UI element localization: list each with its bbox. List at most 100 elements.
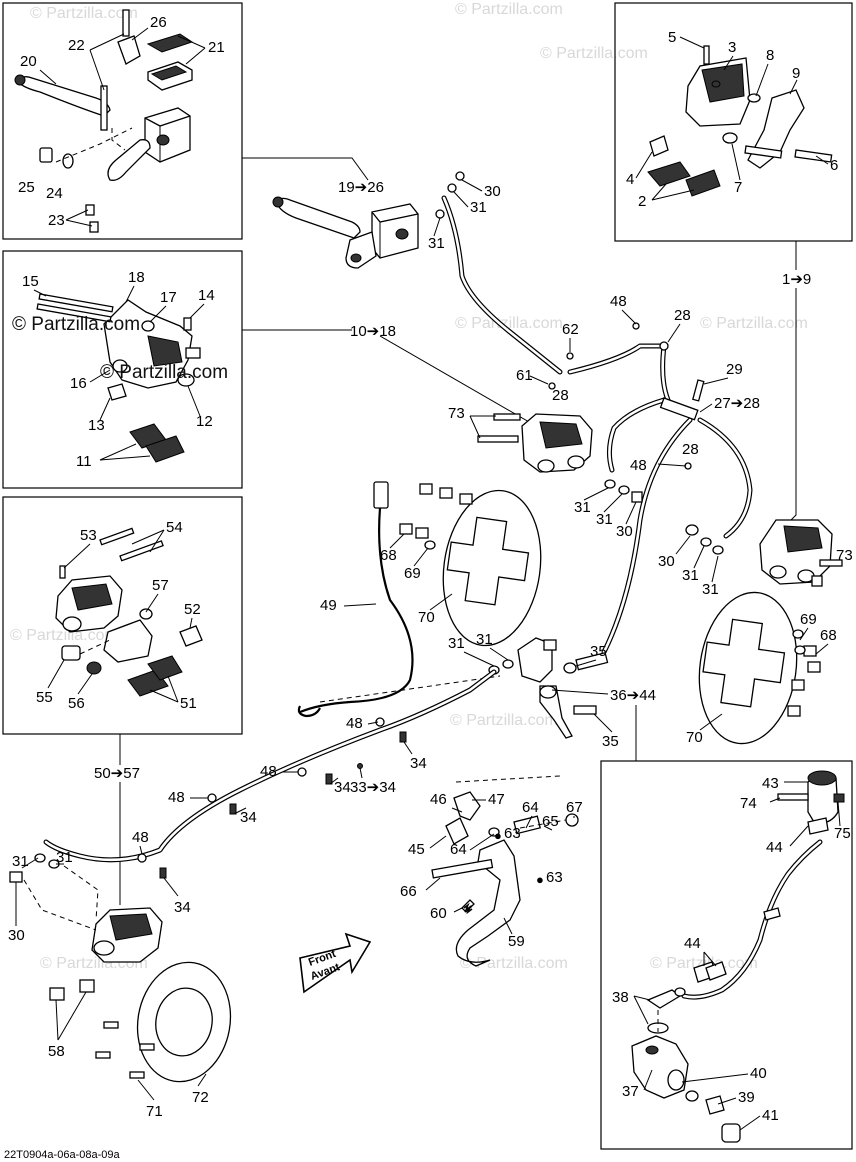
part-label: 74 (740, 795, 757, 812)
watermark-faint: © Partzilla.com (460, 955, 568, 972)
part-label: 39 (738, 1089, 755, 1106)
part-label: 9 (792, 65, 800, 82)
rear-brake-disc (95, 961, 232, 1083)
front-left-caliper (477, 413, 643, 503)
handlebar-master-cylinder (272, 196, 419, 269)
part-label: 17 (160, 289, 177, 306)
part-label: 61 (516, 367, 533, 384)
front-left-caliper-exploded (36, 293, 201, 463)
part-label: 24 (46, 185, 63, 202)
part-label: 5 (668, 29, 676, 46)
part-label: 45 (408, 841, 425, 858)
front-right-caliper-exploded (647, 45, 833, 197)
watermark-main: © Partzilla.com (12, 314, 140, 335)
brake-distribution-block (43, 637, 609, 863)
part-label: 69 (404, 565, 421, 582)
part-label: 7 (734, 179, 742, 196)
part-label: 71 (146, 1103, 163, 1120)
watermark-main: © Partzilla.com (100, 362, 228, 383)
range-label: 19➔26 (338, 179, 384, 196)
part-label: 31 (56, 849, 73, 866)
part-label: 30 (658, 553, 675, 570)
part-label: 34 (174, 899, 191, 916)
part-label: 41 (762, 1107, 779, 1124)
inset-box-front-right-caliper (614, 2, 853, 242)
part-label: 67 (566, 799, 583, 816)
part-label: 23 (48, 212, 65, 229)
part-label: 64 (450, 841, 467, 858)
inset-box-front-left-caliper (2, 250, 243, 489)
part-label: 31 (428, 235, 445, 252)
part-label: 49 (320, 597, 337, 614)
part-label: 60 (430, 905, 447, 922)
brake-pedal-assembly (431, 775, 579, 967)
part-label: 48 (132, 829, 149, 846)
part-label: 16 (70, 375, 87, 392)
part-label: 66 (400, 883, 417, 900)
connector-line (242, 157, 369, 181)
watermark-faint: © Partzilla.com (540, 45, 648, 62)
part-label: 4 (626, 171, 634, 188)
part-label: 48 (260, 763, 277, 780)
part-label: 68 (380, 547, 397, 564)
part-label: 6 (830, 157, 838, 174)
watermark-faint: © Partzilla.com (455, 315, 563, 332)
range-label: 1➔9 (782, 271, 811, 288)
part-label: 31 (596, 511, 613, 528)
part-label: 21 (208, 39, 225, 56)
handlebar-master-cylinder-exploded (14, 9, 194, 233)
part-label: 31 (574, 499, 591, 516)
part-label: 72 (192, 1089, 209, 1106)
part-label: 2 (638, 193, 646, 210)
part-label: 73 (836, 547, 853, 564)
part-label: 28 (552, 387, 569, 404)
rear-caliper-exploded (55, 527, 203, 697)
part-label: 52 (184, 601, 201, 618)
part-label: 59 (508, 933, 525, 950)
part-label: 48 (630, 457, 647, 474)
part-label: 73 (448, 405, 465, 422)
range-label: 36➔44 (610, 687, 656, 704)
part-label: 31 (470, 199, 487, 216)
part-label: 3 (728, 39, 736, 56)
part-label: 70 (686, 729, 703, 746)
part-label: 30 (616, 523, 633, 540)
part-label: 56 (68, 695, 85, 712)
part-label: 28 (674, 307, 691, 324)
inset-box-master-cylinder (2, 2, 243, 240)
part-label: 55 (36, 689, 53, 706)
watermark-faint: © Partzilla.com (10, 627, 118, 644)
part-label: 29 (726, 361, 743, 378)
brake-light-switch-wire (297, 481, 501, 718)
part-label: 25 (18, 179, 35, 196)
part-label: 62 (562, 321, 579, 338)
part-label: 18 (128, 269, 145, 286)
part-label: 48 (610, 293, 627, 310)
part-label: 11 (76, 453, 92, 470)
part-label: 40 (750, 1065, 767, 1082)
part-label: 65 (542, 813, 559, 830)
inset-box-rear-caliper (2, 496, 243, 735)
range-label: 27➔28 (714, 395, 760, 412)
diagram-code: 22T0904a-06a-08a-09a (4, 1149, 120, 1161)
part-label: 54 (166, 519, 183, 536)
part-label: 20 (20, 53, 37, 70)
part-label: 63 (546, 869, 563, 886)
part-label: 37 (622, 1083, 639, 1100)
part-label: 31 (12, 853, 29, 870)
part-label: 13 (88, 417, 105, 434)
part-label: 57 (152, 577, 169, 594)
part-label: 43 (762, 775, 779, 792)
front-left-brake-disc (442, 489, 542, 647)
part-label: 14 (198, 287, 215, 304)
part-label: 31 (476, 631, 493, 648)
part-label: 46 (430, 791, 447, 808)
watermark-faint: © Partzilla.com (455, 1, 563, 18)
part-label: 75 (834, 825, 851, 842)
part-label: 30 (8, 927, 25, 944)
part-label: 34 (410, 755, 427, 772)
rear-caliper (9, 853, 163, 1001)
part-label: 35 (590, 643, 607, 660)
part-label: 51 (180, 695, 197, 712)
